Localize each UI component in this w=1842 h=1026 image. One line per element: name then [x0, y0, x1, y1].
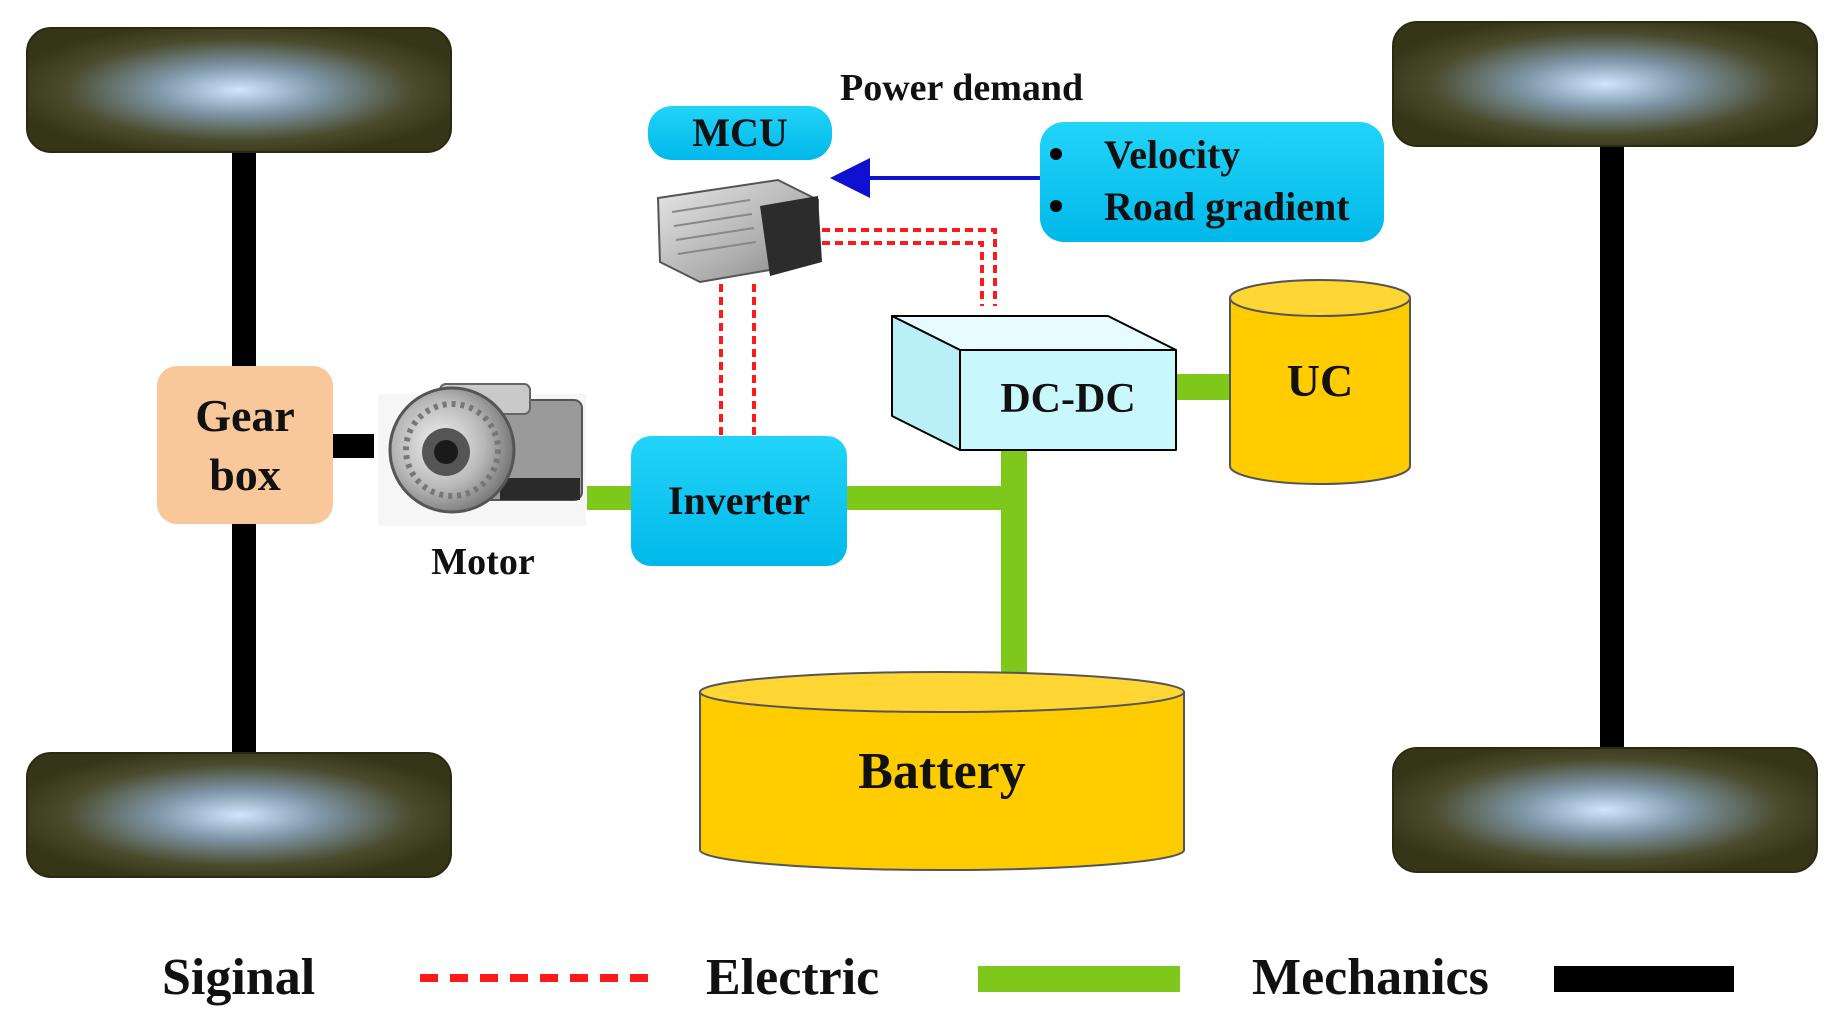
inverter-block	[631, 436, 847, 566]
wheel-rear-right	[1392, 747, 1818, 873]
uc-label: UC	[1287, 355, 1353, 406]
rear-axle	[1600, 120, 1624, 760]
dcdc-label: DC-DC	[1000, 376, 1135, 422]
inverter-label: Inverter	[668, 478, 810, 523]
velocity-label: Velocity	[1104, 132, 1240, 177]
legend: Siginal Electric Mechanics	[162, 949, 1734, 1006]
legend-signal-label: Siginal	[162, 949, 315, 1006]
battery-label: Battery	[858, 743, 1025, 800]
mcu-label: MCU	[692, 110, 788, 155]
legend-electric-label: Electric	[706, 949, 879, 1006]
legend-electric-swatch	[978, 966, 1180, 992]
electric-bus	[587, 374, 1231, 676]
power-demand-label: Power demand	[840, 67, 1083, 109]
wheel-rear-left	[1392, 21, 1818, 147]
signal-lines	[719, 228, 997, 436]
gearbox-block	[157, 366, 333, 524]
bullet-icon	[1050, 148, 1062, 160]
electric-motor-icon	[378, 383, 586, 526]
gearbox-motor-shaft	[332, 434, 374, 458]
uc-cylinder	[1229, 279, 1411, 485]
motor-label: Motor	[431, 541, 535, 583]
wheel-front-right	[26, 752, 452, 878]
wheel-front-left	[26, 27, 452, 153]
dcdc-block	[891, 315, 1177, 451]
mcu-badge	[648, 106, 832, 160]
ecu-controller-icon	[656, 178, 822, 284]
gearbox-label-line1: Gear	[195, 390, 295, 441]
power-demand-box	[1040, 122, 1384, 242]
legend-mechanics-swatch	[1554, 966, 1734, 992]
bullet-icon	[1050, 200, 1062, 212]
gearbox-label-line2: box	[209, 449, 281, 500]
battery-cylinder	[699, 671, 1185, 871]
legend-mechanics-label: Mechanics	[1252, 949, 1489, 1006]
road-gradient-label: Road gradient	[1104, 184, 1350, 229]
